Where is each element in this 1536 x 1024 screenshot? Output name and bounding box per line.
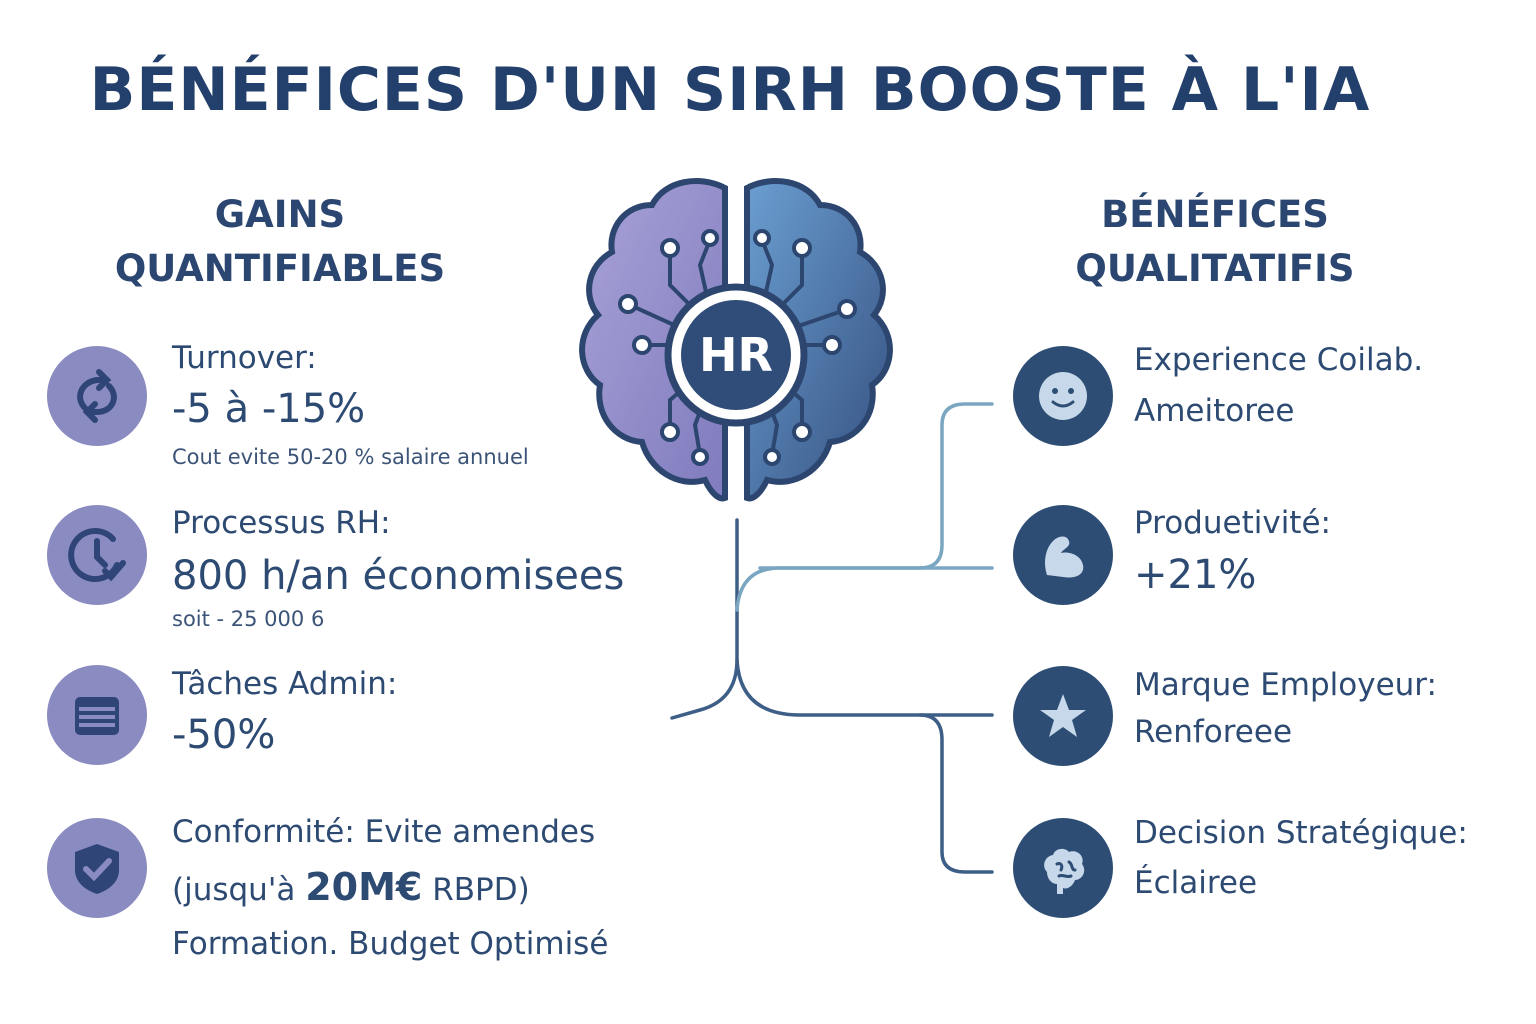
- right-heading-line1: BÉNÉFICES: [1101, 193, 1329, 236]
- processus-note: soit - 25 000 6: [172, 607, 325, 631]
- productivite-line2: +21%: [1134, 552, 1257, 598]
- brain-icon-large: [579, 178, 893, 502]
- processus-value: 800 h/an économisees: [172, 553, 625, 599]
- star-icon: [1013, 666, 1113, 766]
- marque-line1: Marque Employeur:: [1134, 667, 1437, 703]
- brain-hr-label: HR: [699, 328, 773, 382]
- conformite-line2: (jusqu'à 20M€ RBPD): [172, 860, 530, 918]
- experience-line2: Ameitoree: [1134, 393, 1295, 429]
- flexed-arm-icon: [1013, 505, 1113, 605]
- right-heading-line2: QUALITATIFIS: [1075, 247, 1355, 290]
- clock-check-icon: [47, 505, 147, 605]
- left-heading-line1: GAINS: [214, 193, 346, 236]
- turnover-label: Turnover:: [172, 340, 317, 376]
- left-heading-line2: QUANTIFIABLES: [114, 247, 446, 290]
- document-list-icon: [47, 665, 147, 765]
- smiley-icon: [1013, 346, 1113, 446]
- conformite-amount: 20M€: [305, 865, 423, 909]
- brain-icon: [1013, 818, 1113, 918]
- page-title: BÉNÉFICES D'UN SIRH BOOSTE À L'IA: [89, 55, 1371, 125]
- shield-check-icon: [47, 818, 147, 918]
- left-column-heading: GAINS QUANTIFIABLES: [70, 188, 490, 296]
- decision-line2: Éclairee: [1134, 865, 1258, 901]
- ai-brain-illustration: HR: [560, 170, 920, 520]
- decision-line1: Decision Stratégique:: [1134, 815, 1468, 851]
- refresh-arrows-icon: [47, 346, 147, 446]
- processus-label: Processus RH:: [172, 505, 391, 541]
- conformite-line3: Formation. Budget Optimisé: [172, 926, 609, 962]
- right-column-heading: BÉNÉFICES QUALITATIFIS: [1010, 188, 1420, 296]
- experience-line1: Experience Coilab.: [1134, 342, 1424, 378]
- conformite-line2-prefix: (jusqu'à: [172, 872, 306, 908]
- turnover-value: -5 à -15%: [172, 386, 366, 432]
- conformite-line2-suffix: RBPD): [422, 872, 530, 908]
- productivite-line1: Produetivité:: [1134, 505, 1331, 541]
- marque-line2: Renforeee: [1134, 714, 1293, 750]
- taches-value: -50%: [172, 712, 276, 758]
- conformite-line1: Conformité: Evite amendes: [172, 814, 596, 850]
- turnover-note: Cout evite 50-20 % salaire annuel: [172, 445, 529, 469]
- taches-label: Tâches Admin:: [172, 666, 398, 702]
